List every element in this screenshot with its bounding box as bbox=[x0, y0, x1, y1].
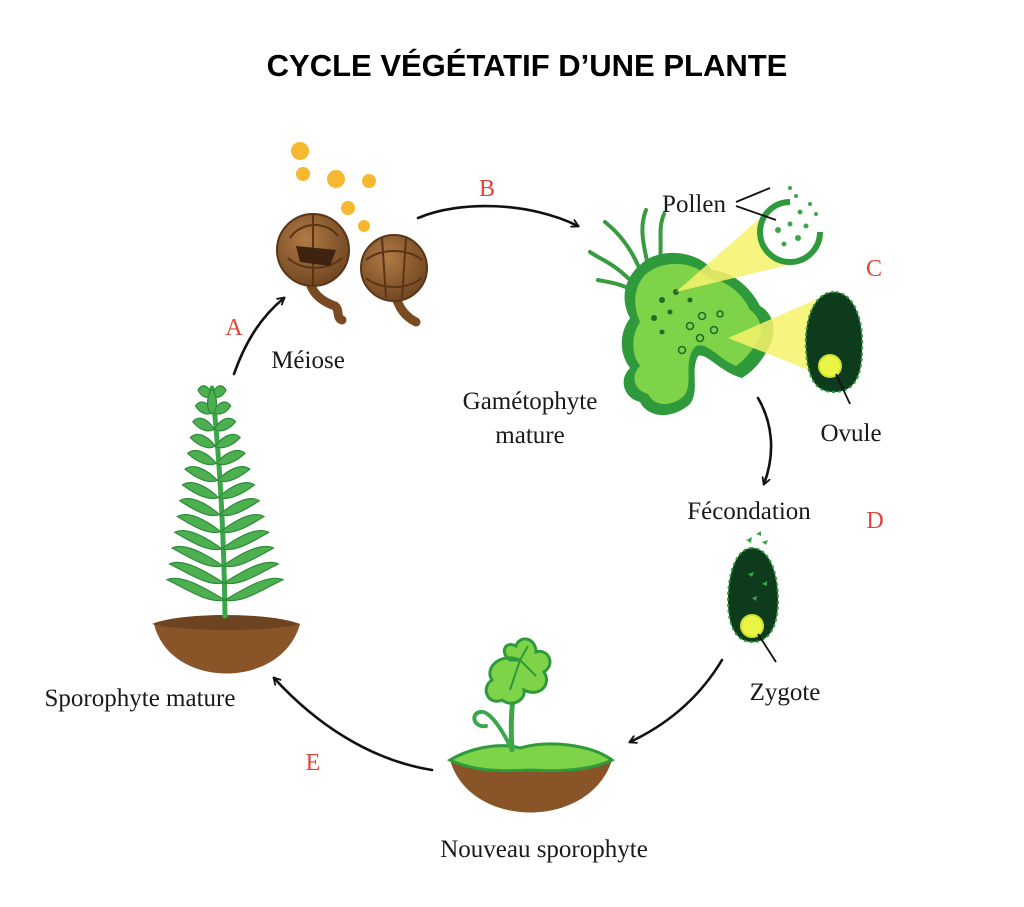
label-fecondation: Fécondation bbox=[687, 498, 811, 525]
label-sporophyte-mature: Sporophyte mature bbox=[45, 685, 236, 712]
fern-leaflet bbox=[165, 577, 227, 602]
arrow-d bbox=[630, 658, 724, 742]
step-a: A bbox=[225, 315, 243, 341]
label-nouveau-sporophyte: Nouveau sporophyte bbox=[440, 836, 648, 863]
label-ovule: Ovule bbox=[820, 420, 881, 447]
step-c: C bbox=[866, 256, 882, 282]
step-e: E bbox=[306, 750, 321, 776]
fern-leaflet bbox=[186, 450, 218, 466]
fern-leaflet bbox=[181, 482, 220, 500]
fern-leaflet bbox=[220, 530, 271, 551]
fern-leaflet bbox=[189, 433, 217, 449]
fern-leaflet bbox=[173, 530, 224, 551]
young-sporophyte-icon bbox=[446, 637, 615, 813]
fern-leaflet bbox=[192, 417, 215, 432]
fern-leaflet bbox=[168, 561, 226, 585]
pollen-zoom-icon bbox=[676, 186, 824, 292]
label-pollen: Pollen bbox=[662, 191, 726, 218]
diagram-title: CYCLE VÉGÉTATIF D’UNE PLANTE bbox=[267, 48, 788, 83]
fern-tip bbox=[206, 386, 218, 415]
arrow-b bbox=[416, 204, 578, 226]
fern-leaflet bbox=[218, 498, 261, 517]
label-gametophyte-1: Gamétophyte bbox=[463, 388, 598, 415]
fern-leaflet bbox=[214, 433, 242, 449]
fern-leaflet bbox=[222, 561, 280, 585]
fern-leaflet bbox=[212, 401, 232, 415]
fern-leaflet bbox=[217, 482, 256, 500]
fern-leaflet bbox=[178, 498, 221, 517]
fern-leaflet bbox=[176, 514, 222, 534]
arrow-fecondation bbox=[756, 396, 773, 484]
arrow-e bbox=[274, 678, 434, 772]
fern-leaflet bbox=[223, 577, 285, 602]
fern-leaflet bbox=[170, 546, 225, 568]
fern-leaflet bbox=[221, 546, 275, 568]
step-d: D bbox=[866, 508, 883, 534]
fern-leaflet bbox=[213, 417, 237, 432]
spore-cones-icon bbox=[276, 142, 428, 327]
fern-leaflet bbox=[184, 466, 219, 483]
spores bbox=[291, 142, 376, 232]
fern-leaflet bbox=[216, 466, 251, 483]
fern-leaflet bbox=[215, 450, 246, 466]
ovule-icon bbox=[728, 290, 864, 405]
label-gametophyte-2: mature bbox=[495, 422, 564, 449]
arrow-a bbox=[232, 298, 284, 376]
step-b: B bbox=[479, 176, 495, 202]
mature-fern-icon bbox=[152, 385, 300, 674]
fern-leaflet bbox=[219, 514, 266, 534]
label-meiose: Méiose bbox=[271, 347, 345, 374]
zygote-icon bbox=[726, 531, 780, 663]
label-zygote: Zygote bbox=[750, 679, 821, 706]
